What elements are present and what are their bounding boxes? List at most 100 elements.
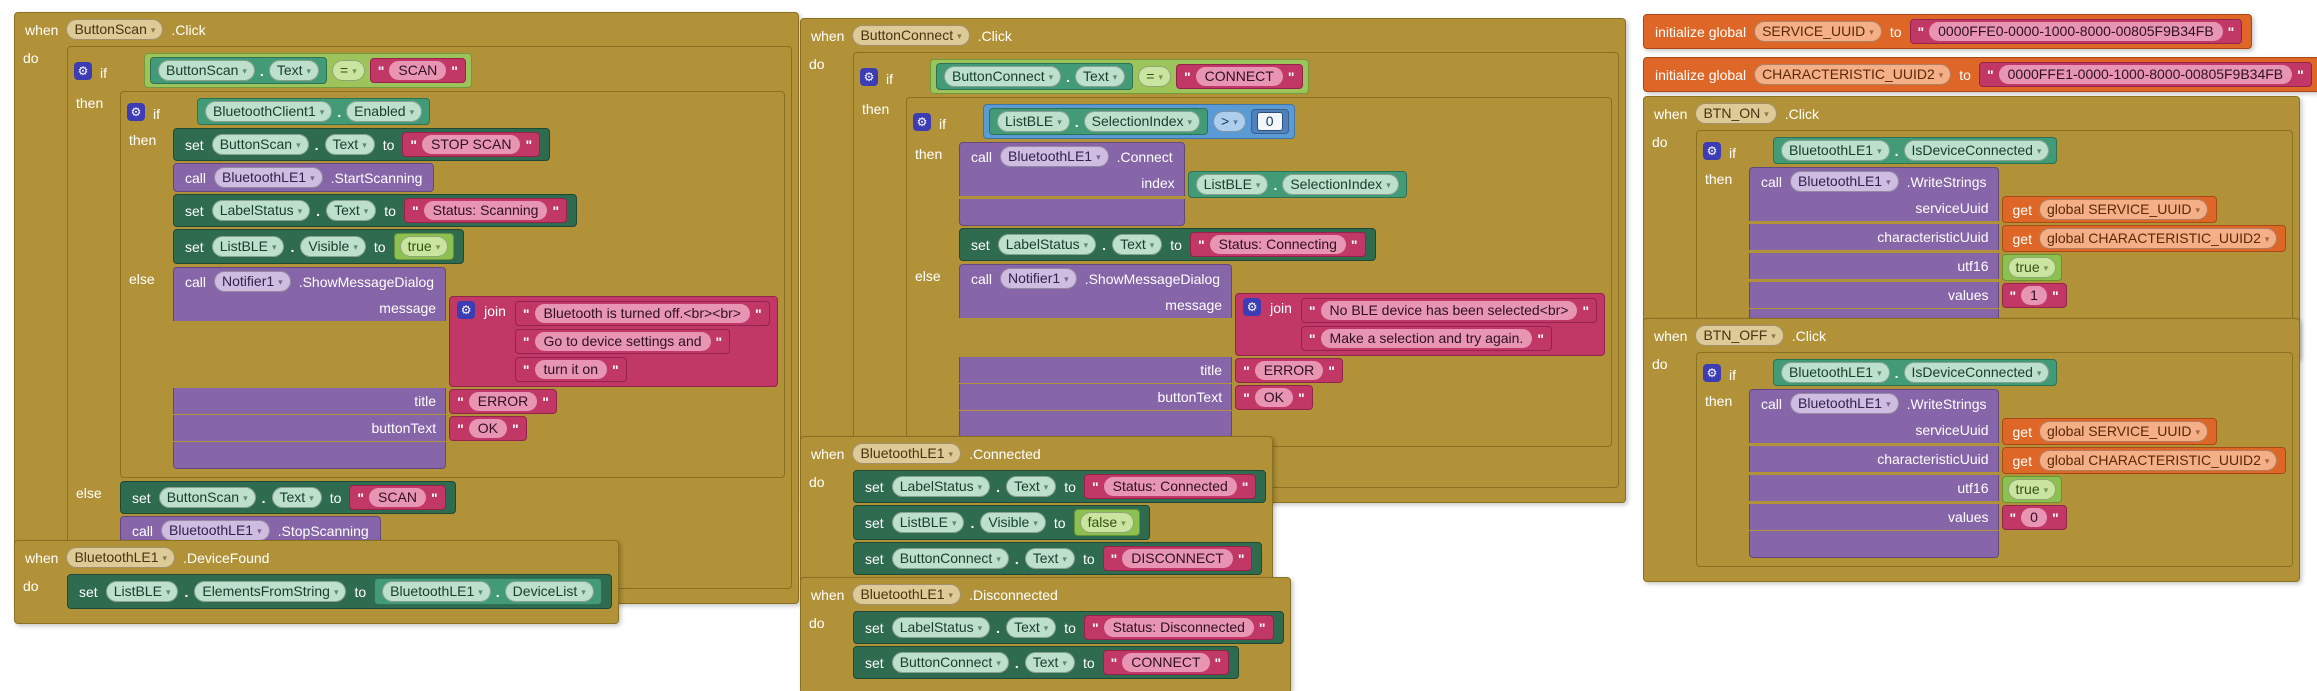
property-dropdown[interactable]: Text	[1024, 548, 1075, 569]
component-dropdown[interactable]: Notifier1	[1000, 268, 1077, 289]
component-property-getter[interactable]: ListBLESelectionIndex	[1187, 171, 1407, 198]
mutator-gear-icon[interactable]	[457, 301, 476, 319]
mutator-gear-icon[interactable]	[1243, 298, 1262, 316]
component-dropdown[interactable]: BluetoothLE1	[382, 581, 491, 602]
property-dropdown[interactable]: Text	[1006, 476, 1057, 497]
when-bluetoothle1-connected[interactable]: whenBluetoothLE1.ConnecteddosetLabelStat…	[800, 436, 1274, 590]
property-dropdown[interactable]: Enabled	[346, 101, 423, 122]
if-block[interactable]: ifBluetoothLE1IsDeviceConnectedthencallB…	[1696, 130, 2294, 345]
text-string-block[interactable]: 0	[2001, 505, 2067, 530]
mutator-gear-icon[interactable]	[860, 67, 878, 86]
property-dropdown[interactable]: ElementsFromString	[194, 581, 347, 602]
when-btn-off-click[interactable]: whenBTN_OFF.ClickdoifBluetoothLE1IsDevic…	[1643, 318, 2301, 582]
text-value-field[interactable]: Status: Disconnected	[1103, 618, 1254, 637]
boolean-dropdown[interactable]: true	[2007, 257, 2057, 278]
component-dropdown[interactable]: ButtonConnect	[891, 548, 1009, 569]
event-block[interactable]: whenButtonScan.ClickdoifButtonScanText=S…	[14, 12, 799, 604]
property-dropdown[interactable]: Text	[271, 487, 322, 508]
mutator-gear-icon[interactable]	[1703, 363, 1721, 382]
call-method-block[interactable]: callBluetoothLE1.ConnectindexListBLESele…	[959, 142, 1407, 226]
component-dropdown[interactable]: BluetoothClient1	[205, 101, 333, 122]
property-dropdown[interactable]: Visible	[300, 236, 366, 257]
text-value-field[interactable]: OK	[468, 419, 507, 438]
global-dropdown[interactable]: global SERVICE_UUID	[2038, 199, 2208, 220]
text-string-block[interactable]: Go to device settings and	[514, 329, 731, 354]
mutator-gear-icon[interactable]	[1703, 141, 1721, 160]
call-method-block[interactable]: callBluetoothLE1.WriteStringsserviceUuid…	[1749, 167, 2287, 336]
logic-boolean-block[interactable]: true	[2001, 476, 2063, 503]
property-dropdown[interactable]: IsDeviceConnected	[1903, 140, 2050, 161]
number-block[interactable]: 0	[1250, 109, 1289, 134]
text-string-block[interactable]: Status: Connected	[1083, 474, 1257, 499]
event-block[interactable]: whenBluetoothLE1.ConnecteddosetLabelStat…	[800, 436, 1274, 590]
set-property-block[interactable]: setListBLEElementsFromStringtoBluetoothL…	[67, 574, 612, 609]
text-value-field[interactable]: Make a selection and try again.	[1320, 329, 1533, 348]
compare-logic-block[interactable]: ButtonConnect Text =CONNECT	[930, 59, 1309, 94]
mutator-gear-icon[interactable]	[127, 102, 145, 121]
logic-boolean-block[interactable]: true	[393, 233, 455, 260]
text-value-field[interactable]: Bluetooth is turned off.<br><br>	[534, 304, 750, 323]
text-string-block[interactable]: ERROR	[1235, 358, 1343, 383]
operator-dropdown[interactable]: =	[332, 60, 365, 81]
component-dropdown[interactable]: LabelStatus	[997, 234, 1097, 255]
when-bluetoothle1-devicefound[interactable]: whenBluetoothLE1.DeviceFounddosetListBLE…	[14, 540, 619, 624]
operator-dropdown[interactable]: =	[1138, 66, 1171, 87]
component-dropdown[interactable]: ListBLE	[1195, 174, 1269, 195]
text-string-block[interactable]: CONNECT	[1102, 650, 1230, 675]
set-property-block[interactable]: setLabelStatusTexttoStatus: Disconnected	[853, 611, 1284, 644]
component-dropdown[interactable]: BluetoothLE1	[852, 584, 962, 605]
text-value-field[interactable]: CONNECT	[1122, 653, 1210, 672]
component-property-getter[interactable]: BluetoothClient1 Enabled	[197, 98, 431, 125]
text-value-field[interactable]: ERROR	[1254, 361, 1324, 380]
join-block[interactable]: joinBluetooth is turned off.<br><br>Go t…	[449, 296, 778, 387]
text-value-field[interactable]: SCAN	[369, 488, 426, 507]
component-dropdown[interactable]: ListBLE	[105, 581, 179, 602]
set-property-block[interactable]: setButtonScanTexttoSTOP SCAN	[173, 128, 551, 161]
component-dropdown[interactable]: BluetoothLE1	[1000, 146, 1109, 167]
text-value-field[interactable]: Status: Scanning	[423, 201, 548, 220]
component-property-getter[interactable]: BluetoothLE1 DeviceList	[374, 578, 602, 605]
init-global-block[interactable]: initialize globalCHARACTERISTIC_UUID2to0…	[1643, 57, 2317, 92]
text-value-field[interactable]: DISCONNECT	[1122, 549, 1233, 568]
text-value-field[interactable]: 0000FFE0-0000-1000-8000-00805F9B34FB	[1929, 22, 2223, 41]
text-value-field[interactable]: 0	[2021, 508, 2047, 527]
boolean-dropdown[interactable]: true	[2007, 479, 2057, 500]
component-dropdown[interactable]: ButtonScan	[211, 134, 309, 155]
text-value-field[interactable]: No BLE device has been selected<br>	[1320, 301, 1578, 320]
component-dropdown[interactable]: ButtonConnect	[944, 66, 1062, 87]
text-value-field[interactable]: ERROR	[468, 392, 538, 411]
text-string-block[interactable]: Bluetooth is turned off.<br><br>	[514, 301, 770, 326]
set-property-block[interactable]: setButtonConnectTexttoCONNECT	[853, 646, 1240, 679]
property-dropdown[interactable]: Text	[326, 200, 377, 221]
property-dropdown[interactable]: Text	[1075, 66, 1126, 87]
set-property-block[interactable]: setLabelStatusTexttoStatus: Connecting	[959, 228, 1376, 261]
logic-boolean-block[interactable]: false	[1073, 509, 1140, 536]
text-value-field[interactable]: OK	[1254, 388, 1293, 407]
component-dropdown[interactable]: BluetoothLE1	[1790, 171, 1899, 192]
if-block[interactable]: ifButtonScanText=SCANthenifBluetoothClie…	[67, 46, 792, 589]
if-block[interactable]: ifButtonConnectText=CONNECTthenifListBLE…	[853, 52, 1620, 488]
logic-boolean-block[interactable]: true	[2001, 254, 2063, 281]
set-property-block[interactable]: setLabelStatusTexttoStatus: Scanning	[173, 194, 578, 227]
event-block[interactable]: whenBluetoothLE1.DisconnecteddosetLabelS…	[800, 577, 1291, 691]
text-string-block[interactable]: OK	[449, 416, 527, 441]
text-string-block[interactable]: 0000FFE0-0000-1000-8000-00805F9B34FB	[1909, 19, 2243, 44]
component-dropdown[interactable]: BluetoothLE1	[214, 167, 323, 188]
component-dropdown[interactable]: BluetoothLE1	[852, 443, 962, 464]
component-dropdown[interactable]: BTN_OFF	[1695, 325, 1784, 346]
component-dropdown[interactable]: LabelStatus	[211, 200, 311, 221]
text-string-block[interactable]: SCAN	[369, 58, 466, 83]
set-property-block[interactable]: setButtonConnectTexttoDISCONNECT	[853, 542, 1263, 575]
text-string-block[interactable]: Status: Connecting	[1189, 232, 1366, 257]
property-dropdown[interactable]: DeviceList	[504, 581, 594, 602]
if-block[interactable]: ifBluetoothClient1EnabledthensetButtonSc…	[120, 91, 785, 478]
text-string-block[interactable]: CONNECT	[1175, 64, 1303, 89]
property-dropdown[interactable]: Text	[268, 60, 320, 81]
call-method-block[interactable]: callNotifier1.ShowMessageDialogmessagejo…	[173, 267, 778, 469]
text-string-block[interactable]: Make a selection and try again.	[1300, 326, 1552, 351]
text-string-block[interactable]: STOP SCAN	[402, 132, 541, 157]
if-block[interactable]: ifBluetoothLE1IsDeviceConnectedthencallB…	[1696, 352, 2294, 567]
